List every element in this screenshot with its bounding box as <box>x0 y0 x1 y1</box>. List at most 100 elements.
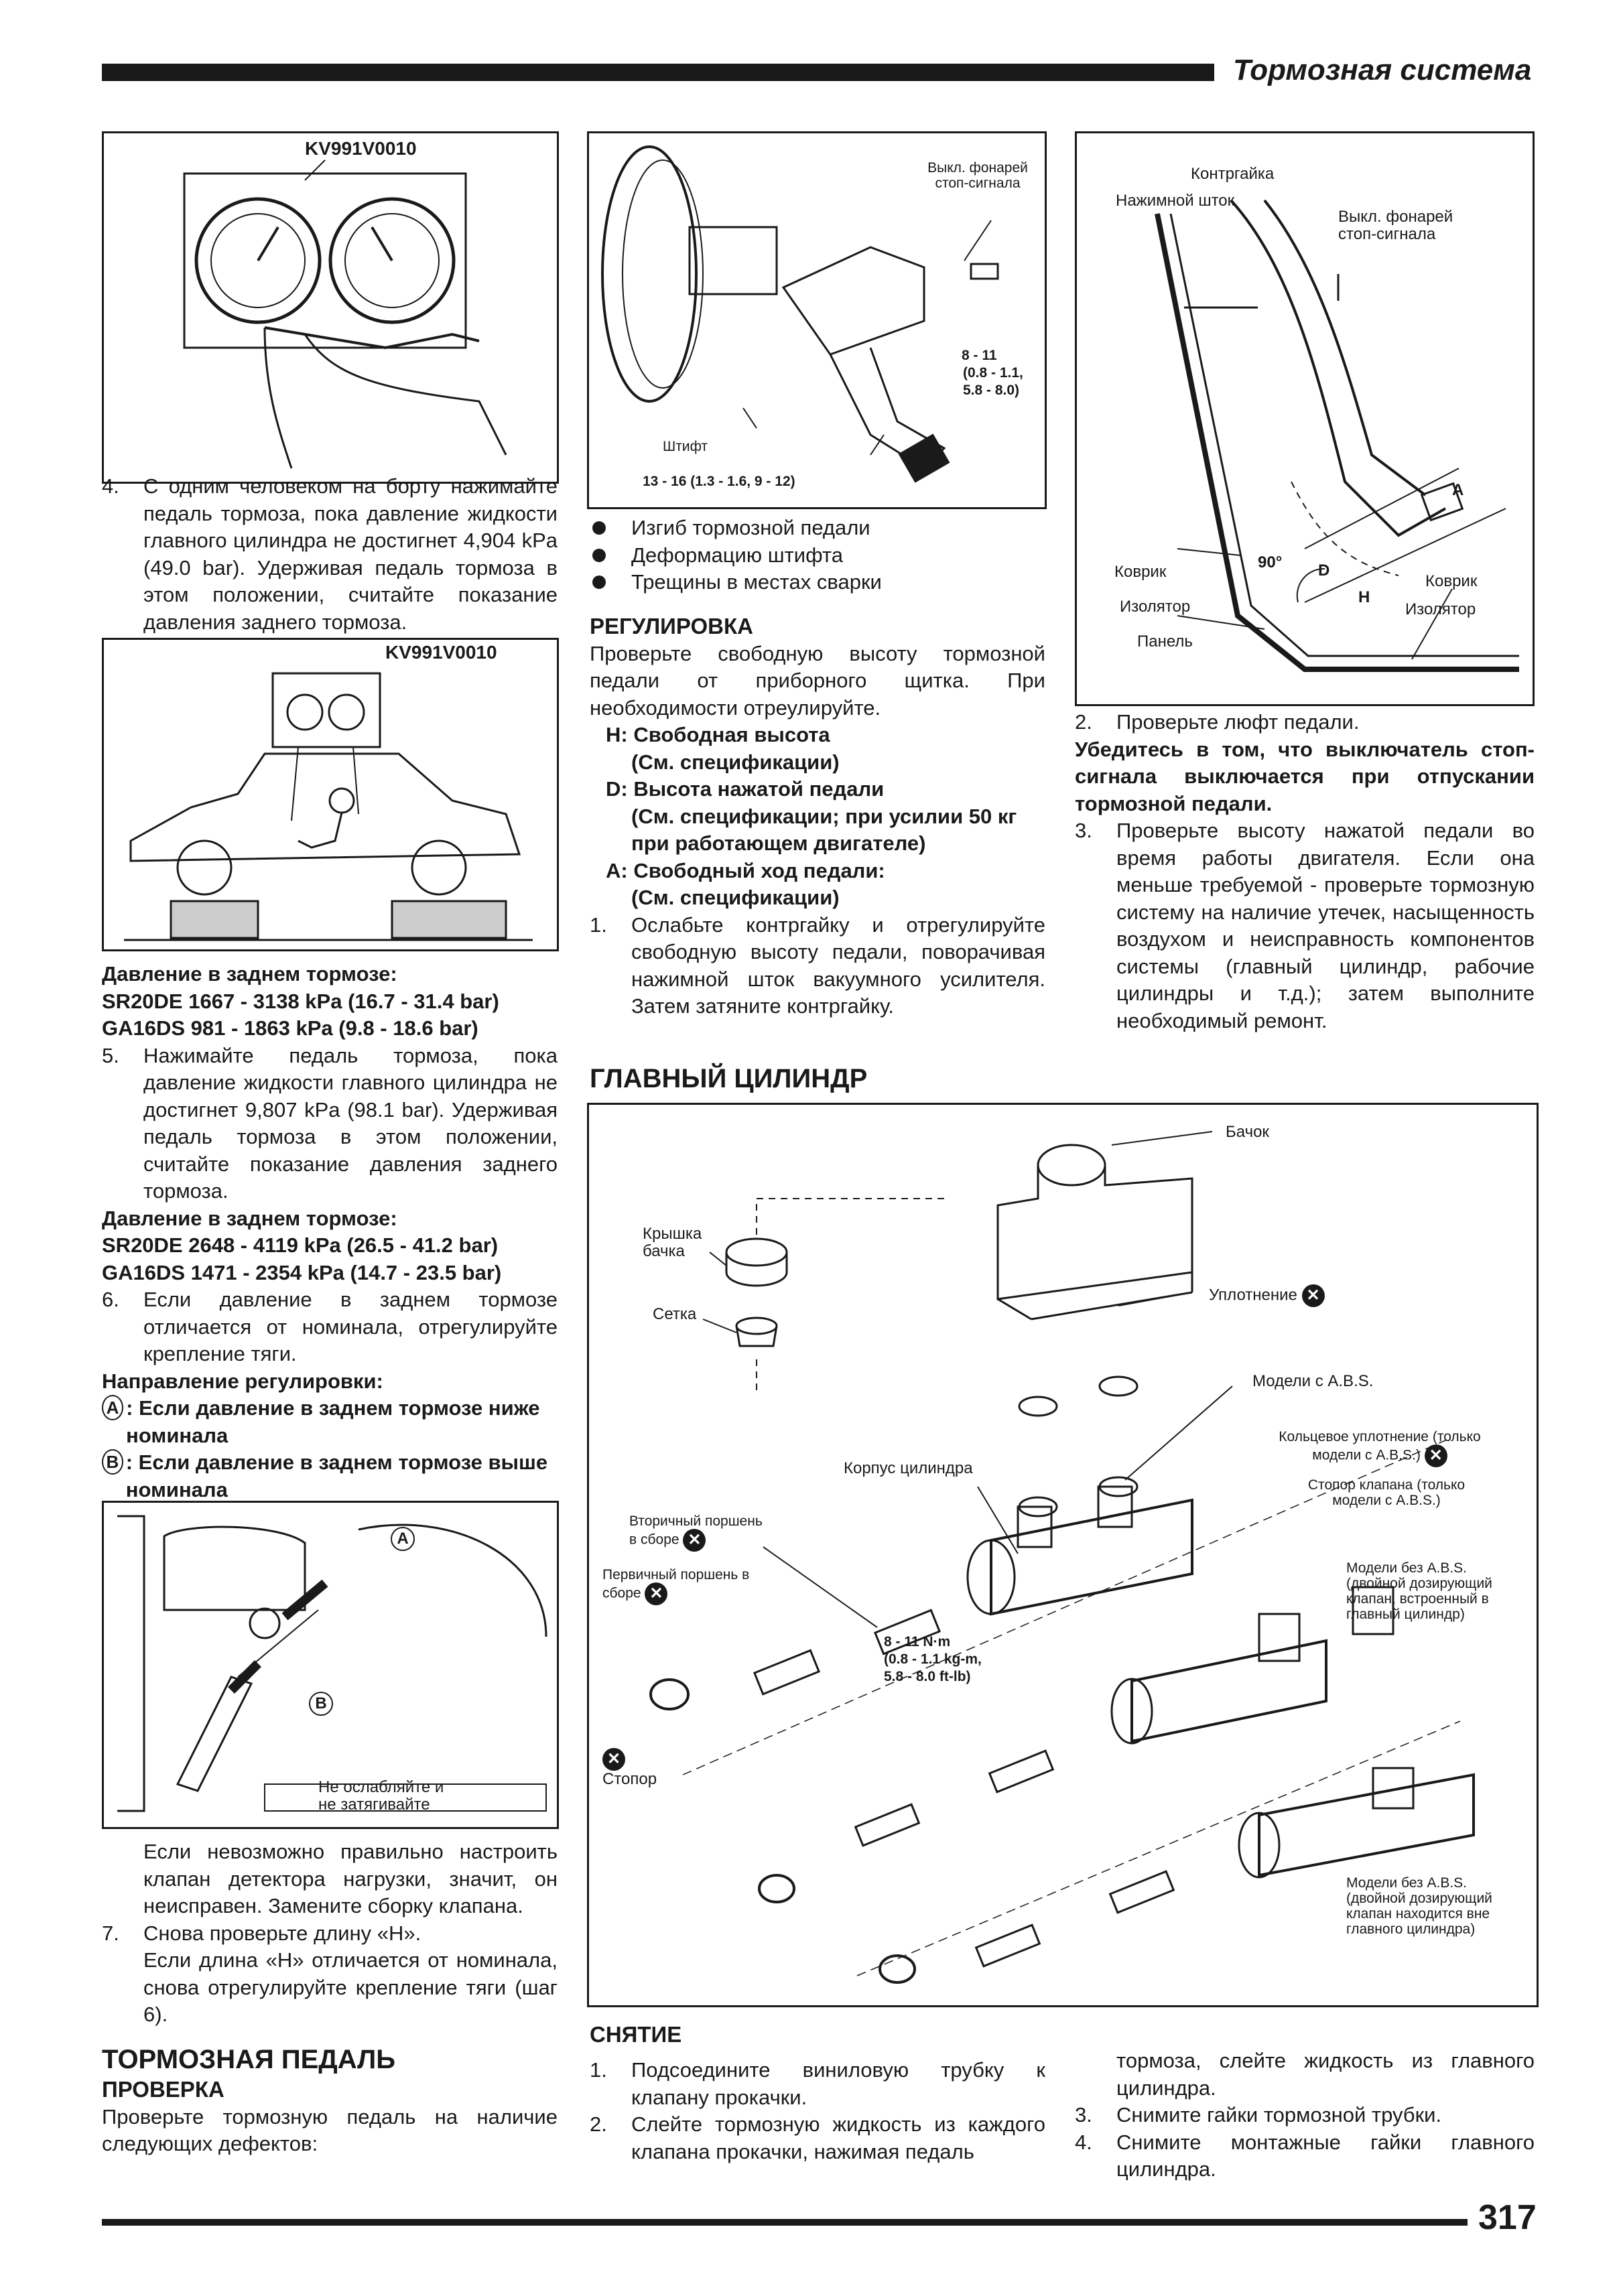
pin-label: Штифт <box>663 439 708 454</box>
inspection-text: Проверьте тормозную педаль на наличие сл… <box>102 2104 558 2156</box>
removal-step-2-cont: тормоза, слейте жидкость из главного цил… <box>1116 2049 1535 2100</box>
no-abs-label-2: Модели без A.B.S. (двойной дозирующий кл… <box>1346 1875 1492 1937</box>
inspection-heading: ПРОВЕРКА <box>102 2076 224 2102</box>
removal-step-4: 4.Снимите монтажные гайки главного цилин… <box>1075 2130 1535 2181</box>
torque-label-1c: 5.8 - 8.0) <box>963 383 1020 398</box>
removal-step-3: 3.Снимите гайки тормозной трубки. <box>1075 2103 1442 2126</box>
gauge-figure: KV991V0010 <box>102 131 559 484</box>
replace-icon: ✕ <box>602 1748 625 1771</box>
seal-label: Уплотнение ✕ <box>1209 1284 1325 1307</box>
push-rod-label: Нажимной шток <box>1116 192 1235 210</box>
step-5: 5.Нажимайте педаль тормоза, пока давлени… <box>102 1043 558 1203</box>
mark-b: B <box>102 1449 123 1475</box>
replace-icon: ✕ <box>1301 1284 1325 1307</box>
cylinder-body-label: Корпус цилиндра <box>844 1459 973 1477</box>
valve-caption: Не ослабляйте и не затягивайте <box>318 1778 444 1814</box>
locknut-label: Контргайка <box>1191 165 1275 183</box>
rear-pressure-sr20de-1: SR20DE 1667 - 3138 kPa (16.7 - 31.4 bar) <box>102 989 499 1013</box>
rear-pressure-title-1: Давление в заднем тормозе: <box>102 962 397 986</box>
car-drawing <box>124 672 533 941</box>
cap-label: Крышка бачка <box>643 1225 702 1260</box>
section-title: Тормозная система <box>1233 54 1532 86</box>
no-abs-label-1: Модели без A.B.S. (двойной дозирующий кл… <box>1346 1560 1492 1622</box>
insulator-label-2: Изолятор <box>1405 600 1476 618</box>
pedal-assembly-figure: Выкл. фонарей стоп-сигнала 8 - 11 (0.8 -… <box>587 131 1047 509</box>
spec-a-note: (См. спецификации) <box>631 886 840 909</box>
header-rule <box>102 64 1214 81</box>
mark-b-fig: B <box>309 1692 333 1716</box>
step-6: 6.Если давление в заднем тормозе отличае… <box>102 1288 558 1365</box>
abs-models-label: Модели с A.B.S. <box>1252 1372 1374 1390</box>
torque-label-2: 13 - 16 (1.3 - 1.6, 9 - 12) <box>643 474 795 489</box>
stoplamp-switch-label: Выкл. фонарей стоп-сигнала <box>927 160 1028 191</box>
removal-step-1: 1.Подсоедините виниловую трубку к клапан… <box>590 2058 1045 2109</box>
adjust-heading: РЕГУЛИРОВКА <box>590 613 753 638</box>
spec-d-note: (См. спецификации; при усилии 50 кг при … <box>631 804 1017 856</box>
removal-step-2: 2.Слейте тормозную жидкость из каждого к… <box>590 2112 1045 2163</box>
spec-h-note: (См. спецификации) <box>631 750 840 774</box>
adjust-step-1: 1.Ослабьте контргайку и отрегулируйте св… <box>590 913 1045 1018</box>
dim-a: A <box>1452 481 1464 499</box>
valve-adjust-figure: A B Не ослабляйте и не затягивайте <box>102 1501 559 1829</box>
mark-a: A <box>102 1395 124 1420</box>
pedal-height-figure: Контргайка Нажимной шток Выкл. фонарей с… <box>1075 131 1535 706</box>
page-number: 317 <box>1478 2198 1537 2237</box>
replace-icon: ✕ <box>645 1582 668 1605</box>
switch-label: Выкл. фонарей стоп-сигнала <box>1338 208 1453 243</box>
tool-label-2: KV991V0010 <box>385 642 497 663</box>
spec-h: H: Свободная высота <box>606 723 830 746</box>
rear-pressure-sr20de-2: SR20DE 2648 - 4119 kPa (26.5 - 41.2 bar) <box>102 1233 499 1257</box>
defect-item: Деформацию штифта <box>590 542 1045 569</box>
brake-pedal-heading: ТОРМОЗНАЯ ПЕДАЛЬ <box>102 2044 395 2074</box>
replace-icon: ✕ <box>1424 1444 1447 1467</box>
step-7: 7.Снова проверьте длину «H». <box>102 1921 421 1945</box>
step-2-play: 2.Проверьте люфт педали. <box>1075 710 1360 734</box>
gauge-drawing <box>183 159 507 469</box>
valve-note: Если невозможно правильно настроить клап… <box>143 1840 558 1917</box>
master-cylinder-figure: Бачок Крышка бачка Сетка Уплотнение ✕ Мо… <box>587 1103 1539 2007</box>
insulator-label-1: Изолятор <box>1120 598 1191 616</box>
dim-d: D <box>1318 561 1330 580</box>
mat-label-2: Коврик <box>1425 572 1478 590</box>
defect-item: Трещины в местах сварки <box>590 569 1045 596</box>
stoplamp-warning: Убедитесь в том, что выключатель стоп-си… <box>1075 737 1535 815</box>
footer-rule <box>102 2219 1468 2226</box>
pedal-assembly-drawing <box>601 145 999 483</box>
direction-b: B: Если давление в заднем тормозе выше н… <box>102 1449 558 1503</box>
removal-heading: СНЯТИЕ <box>590 2022 682 2047</box>
rear-pressure-ga16ds-2: GA16DS 1471 - 2354 kPa (14.7 - 23.5 bar) <box>102 1260 502 1284</box>
torque-label-1b: (0.8 - 1.1, <box>963 365 1023 381</box>
replace-icon: ✕ <box>683 1529 706 1552</box>
mc-torque-3: 5.8 - 8.0 ft-lb) <box>884 1669 971 1684</box>
mc-torque-2: (0.8 - 1.1 kg-m, <box>884 1651 982 1667</box>
screen-label: Сетка <box>653 1305 697 1323</box>
valve-drawing <box>117 1515 547 1812</box>
master-cylinder-heading: ГЛАВНЫЙ ЦИЛИНДР <box>590 1064 868 1093</box>
valve-stopper-label: Стопор клапана (только модели с A.B.S.) <box>1307 1477 1466 1508</box>
oring-label: Кольцевое уплотнение (только модели с A.… <box>1259 1429 1500 1467</box>
direction-a: A: Если давление в заднем тормозе ниже н… <box>102 1395 558 1449</box>
rear-pressure-ga16ds-1: GA16DS 981 - 1863 kPa (9.8 - 18.6 bar) <box>102 1016 478 1040</box>
pedal-height-drawing <box>1155 199 1519 672</box>
spec-d: D: Высота нажатой педали <box>606 777 885 801</box>
step-3-height: 3.Проверьте высоту нажатой педали во вре… <box>1075 819 1535 1032</box>
panel-label: Панель <box>1137 632 1193 651</box>
master-cylinder-drawing <box>649 1131 1475 1984</box>
primary-piston-label: Первичный поршень в сборе ✕ <box>602 1567 757 1605</box>
step-4: 4.С одним человеком на борту нажимайте п… <box>102 474 558 634</box>
mat-label-1: Коврик <box>1114 563 1167 581</box>
secondary-piston-label: Вторичный поршень в сборе ✕ <box>629 1513 770 1552</box>
defect-item: Изгиб тормозной педали <box>590 515 1045 542</box>
angle-90: 90° <box>1258 553 1283 571</box>
dim-h: H <box>1358 588 1370 606</box>
car-gauge-figure: KV991V0010 <box>102 638 559 951</box>
step-7-detail: Если длина «H» отличается от номинала, с… <box>143 1948 558 2026</box>
adjust-direction-title: Направление регулировки: <box>102 1369 383 1393</box>
adjust-intro: Проверьте свободную высоту тормозной пед… <box>590 641 1045 720</box>
rear-pressure-title-2: Давление в заднем тормозе: <box>102 1206 397 1230</box>
spec-a: A: Свободный ход педали: <box>606 858 885 882</box>
stopper-label: ✕Стопор <box>602 1748 657 1788</box>
tool-label: KV991V0010 <box>305 138 417 159</box>
mark-a-fig: A <box>391 1527 415 1551</box>
mc-torque-1: 8 - 11 N·m <box>884 1634 951 1649</box>
